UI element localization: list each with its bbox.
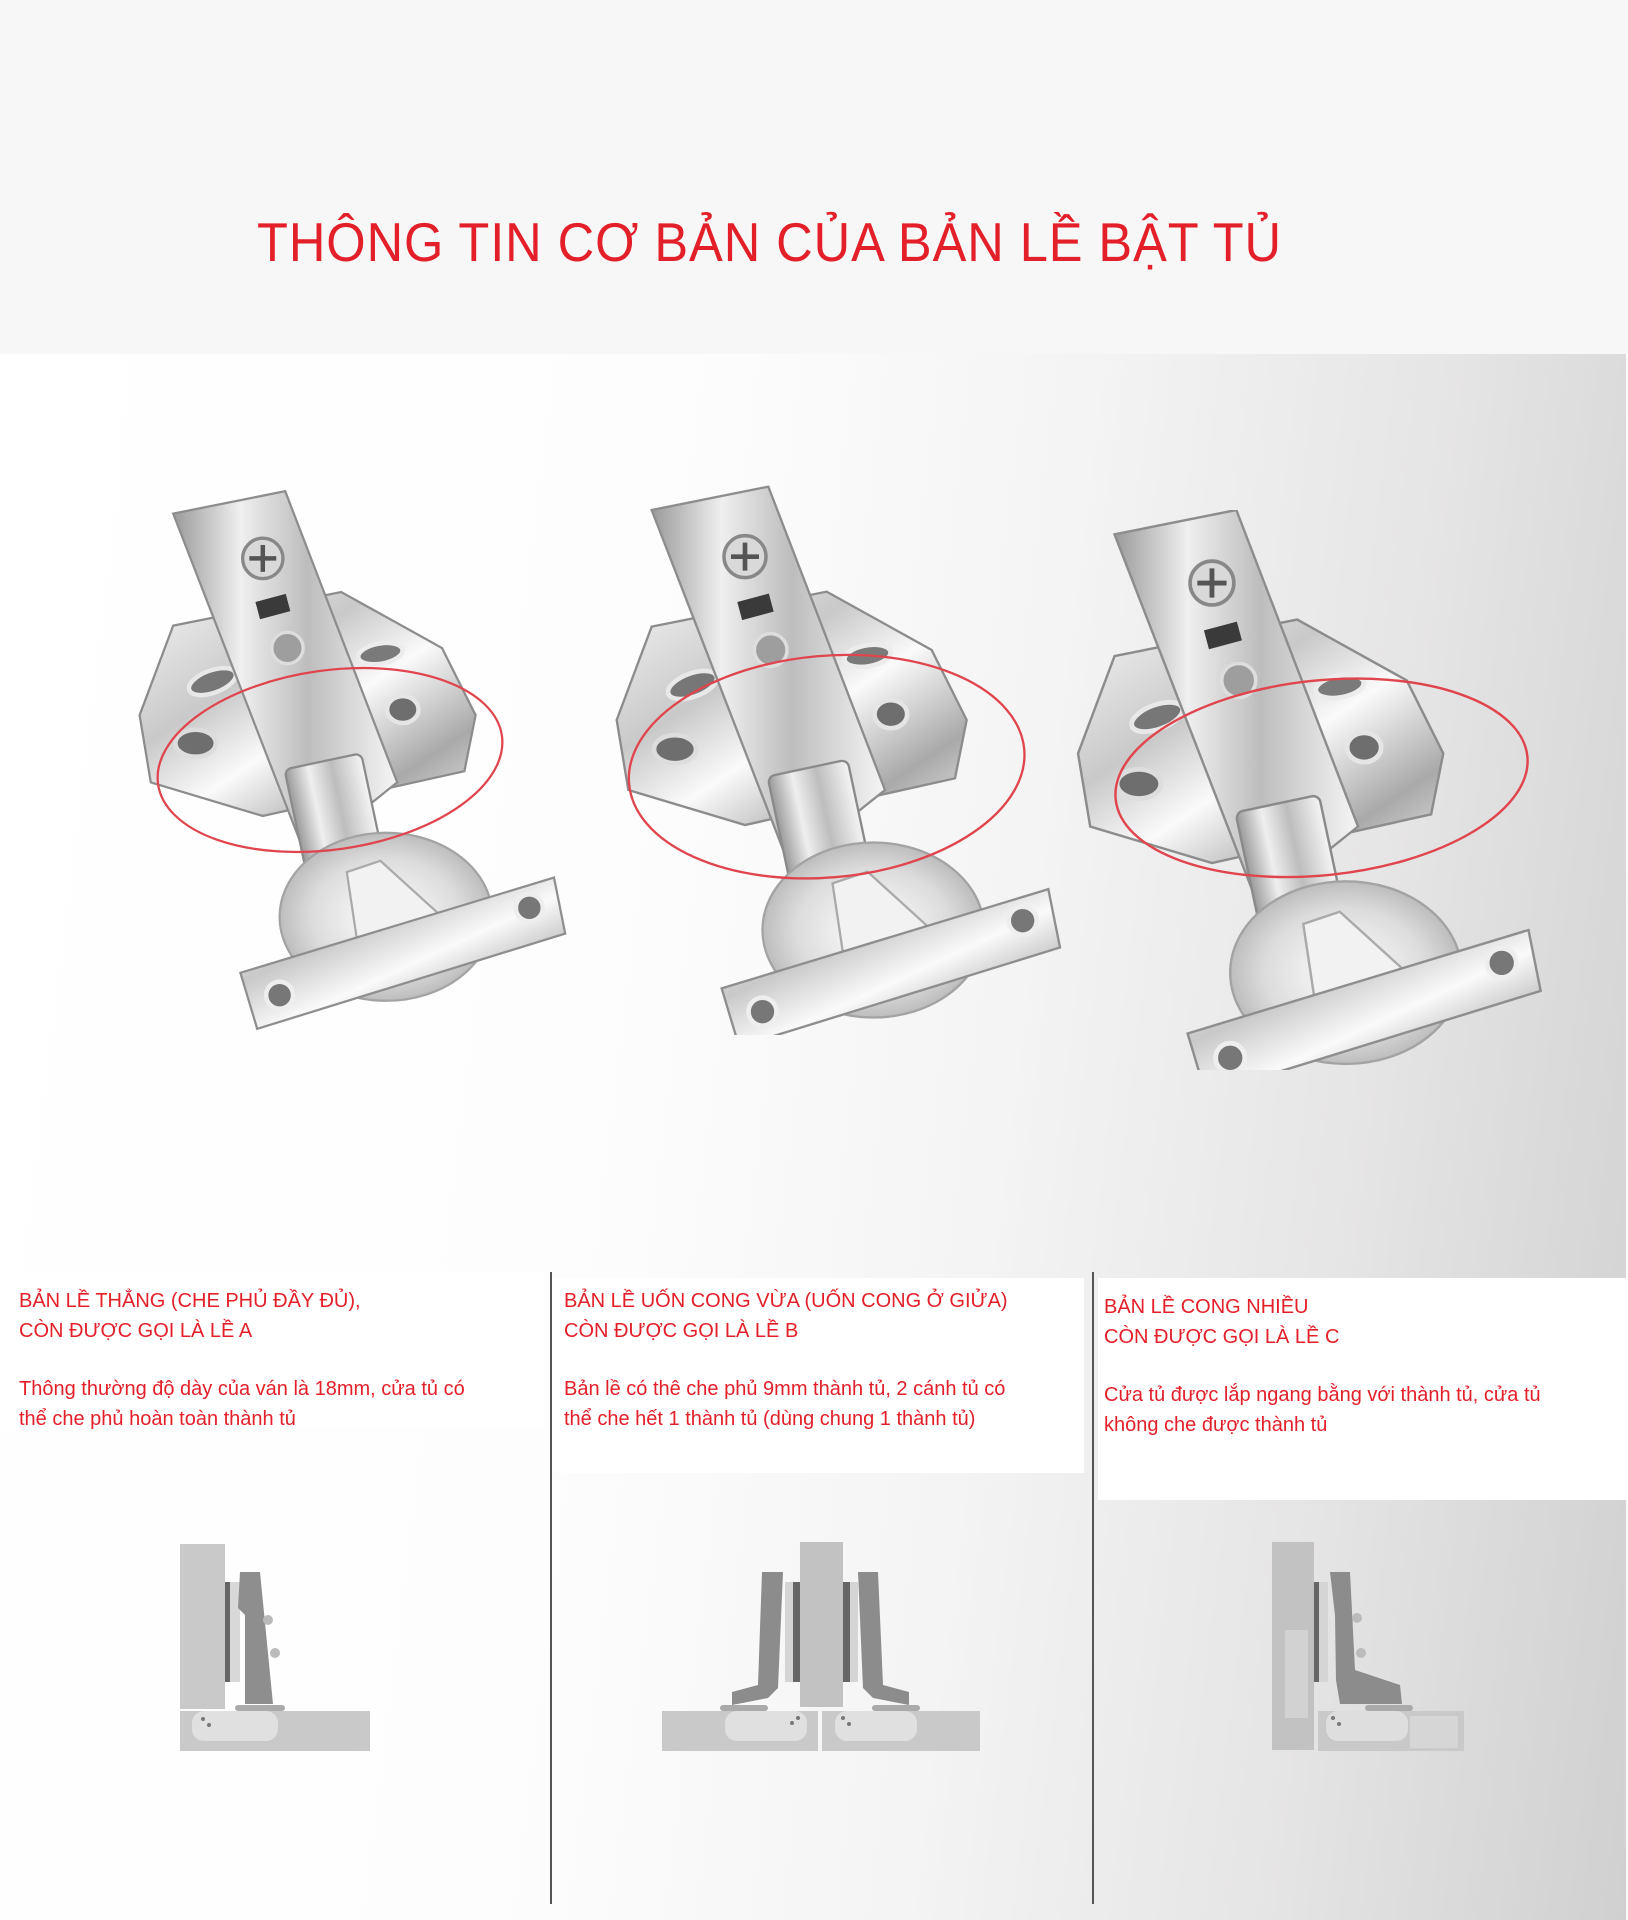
diagram-full-overlay (160, 1520, 390, 1765)
hinge-c-title-line2: CÒN ĐƯỢC GỌI LÀ LỀ C (1104, 1326, 1340, 1348)
hinge-c-title-line1: BẢN LỀ CONG NHIỀU (1104, 1296, 1309, 1318)
hinge-a-title-line2: CÒN ĐƯỢC GỌI LÀ LỀ A (19, 1320, 253, 1342)
hinge-b-body-line1: Bản lề có thê che phủ 9mm thành tủ, 2 cá… (564, 1378, 1006, 1400)
hinge-c-description: BẢN LỀ CONG NHIỀU CÒN ĐƯỢC GỌI LÀ LỀ C C… (1098, 1278, 1628, 1500)
diagram-inset (1240, 1520, 1480, 1765)
hinge-b-body-line2: thể che hết 1 thành tủ (dùng chung 1 thà… (564, 1408, 976, 1430)
hinge-photo-a (90, 480, 570, 1040)
hinge-a-title-line1: BẢN LỀ THẲNG (CHE PHỦ ĐẦY ĐỦ), (19, 1290, 361, 1312)
hinge-b-description: BẢN LỀ UỐN CONG VỪA (UỐN CONG Ở GIỬA) CÒ… (552, 1278, 1084, 1473)
page-title: THÔNG TIN CƠ BẢN CỦA BẢN LỀ BẬT TỦ (257, 211, 1283, 273)
hinge-a-body-line2: thể che phủ hoàn toàn thành tủ (19, 1408, 296, 1430)
hinge-photo-b (555, 475, 1075, 1035)
hinge-a-body-line1: Thông thường độ dày của ván là 18mm, cửa… (19, 1378, 465, 1400)
column-divider-2 (1092, 1272, 1094, 1904)
hinge-b-title-line1: BẢN LỀ UỐN CONG VỪA (UỐN CONG Ở GIỬA) (564, 1290, 1008, 1312)
hinge-c-body-line2: không che được thành tủ (1104, 1414, 1328, 1436)
hinge-b-title-line2: CÒN ĐƯỢC GỌI LÀ LỀ B (564, 1320, 799, 1342)
stage-edge (1626, 354, 1628, 1920)
hinge-a-description: BẢN LỀ THẲNG (CHE PHỦ ĐẦY ĐỦ), CÒN ĐƯỢC … (0, 1272, 545, 1430)
hinge-photo-c (1015, 510, 1555, 1070)
diagram-half-overlay (650, 1520, 990, 1765)
column-divider-1 (550, 1272, 552, 1904)
header-band (0, 0, 1628, 354)
hinge-c-body-line1: Cửa tủ được lắp ngang bằng với thành tủ,… (1104, 1384, 1541, 1406)
